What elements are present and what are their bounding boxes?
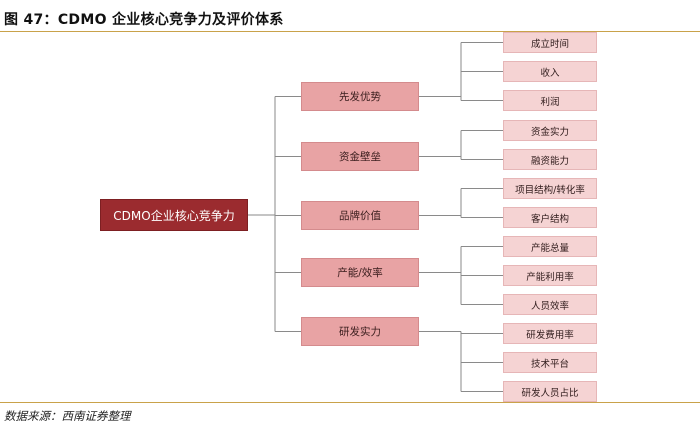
- leaf-node-project-structure: 项目结构/转化率: [503, 178, 597, 199]
- leaf-node-customer-structure: 客户结构: [503, 207, 597, 228]
- branch-node-rd-strength: 研发实力: [301, 317, 419, 346]
- title-rule: [0, 31, 700, 32]
- leaf-node-capital-strength: 资金实力: [503, 120, 597, 141]
- figure-title: 图 47：CDMO 企业核心竞争力及评价体系: [4, 12, 284, 28]
- leaf-node-tech-platform: 技术平台: [503, 352, 597, 373]
- source-note: 数据来源：西南证券整理: [4, 409, 131, 423]
- leaf-node-founding-time: 成立时间: [503, 32, 597, 53]
- root-node: CDMO企业核心竞争力: [100, 199, 248, 231]
- leaf-node-rd-expense-ratio: 研发费用率: [503, 323, 597, 344]
- leaf-node-financing-ability: 融资能力: [503, 149, 597, 170]
- footer-rule: [0, 402, 700, 403]
- leaf-node-revenue: 收入: [503, 61, 597, 82]
- leaf-node-profit: 利润: [503, 90, 597, 111]
- branch-node-first-mover: 先发优势: [301, 82, 419, 111]
- leaf-node-capacity-total: 产能总量: [503, 236, 597, 257]
- branch-node-capacity-efficiency: 产能/效率: [301, 258, 419, 287]
- leaf-node-rd-staff-ratio: 研发人员占比: [503, 381, 597, 402]
- leaf-node-staff-efficiency: 人员效率: [503, 294, 597, 315]
- leaf-node-capacity-utilization: 产能利用率: [503, 265, 597, 286]
- branch-node-capital-barrier: 资金壁垒: [301, 142, 419, 171]
- branch-node-brand-value: 品牌价值: [301, 201, 419, 230]
